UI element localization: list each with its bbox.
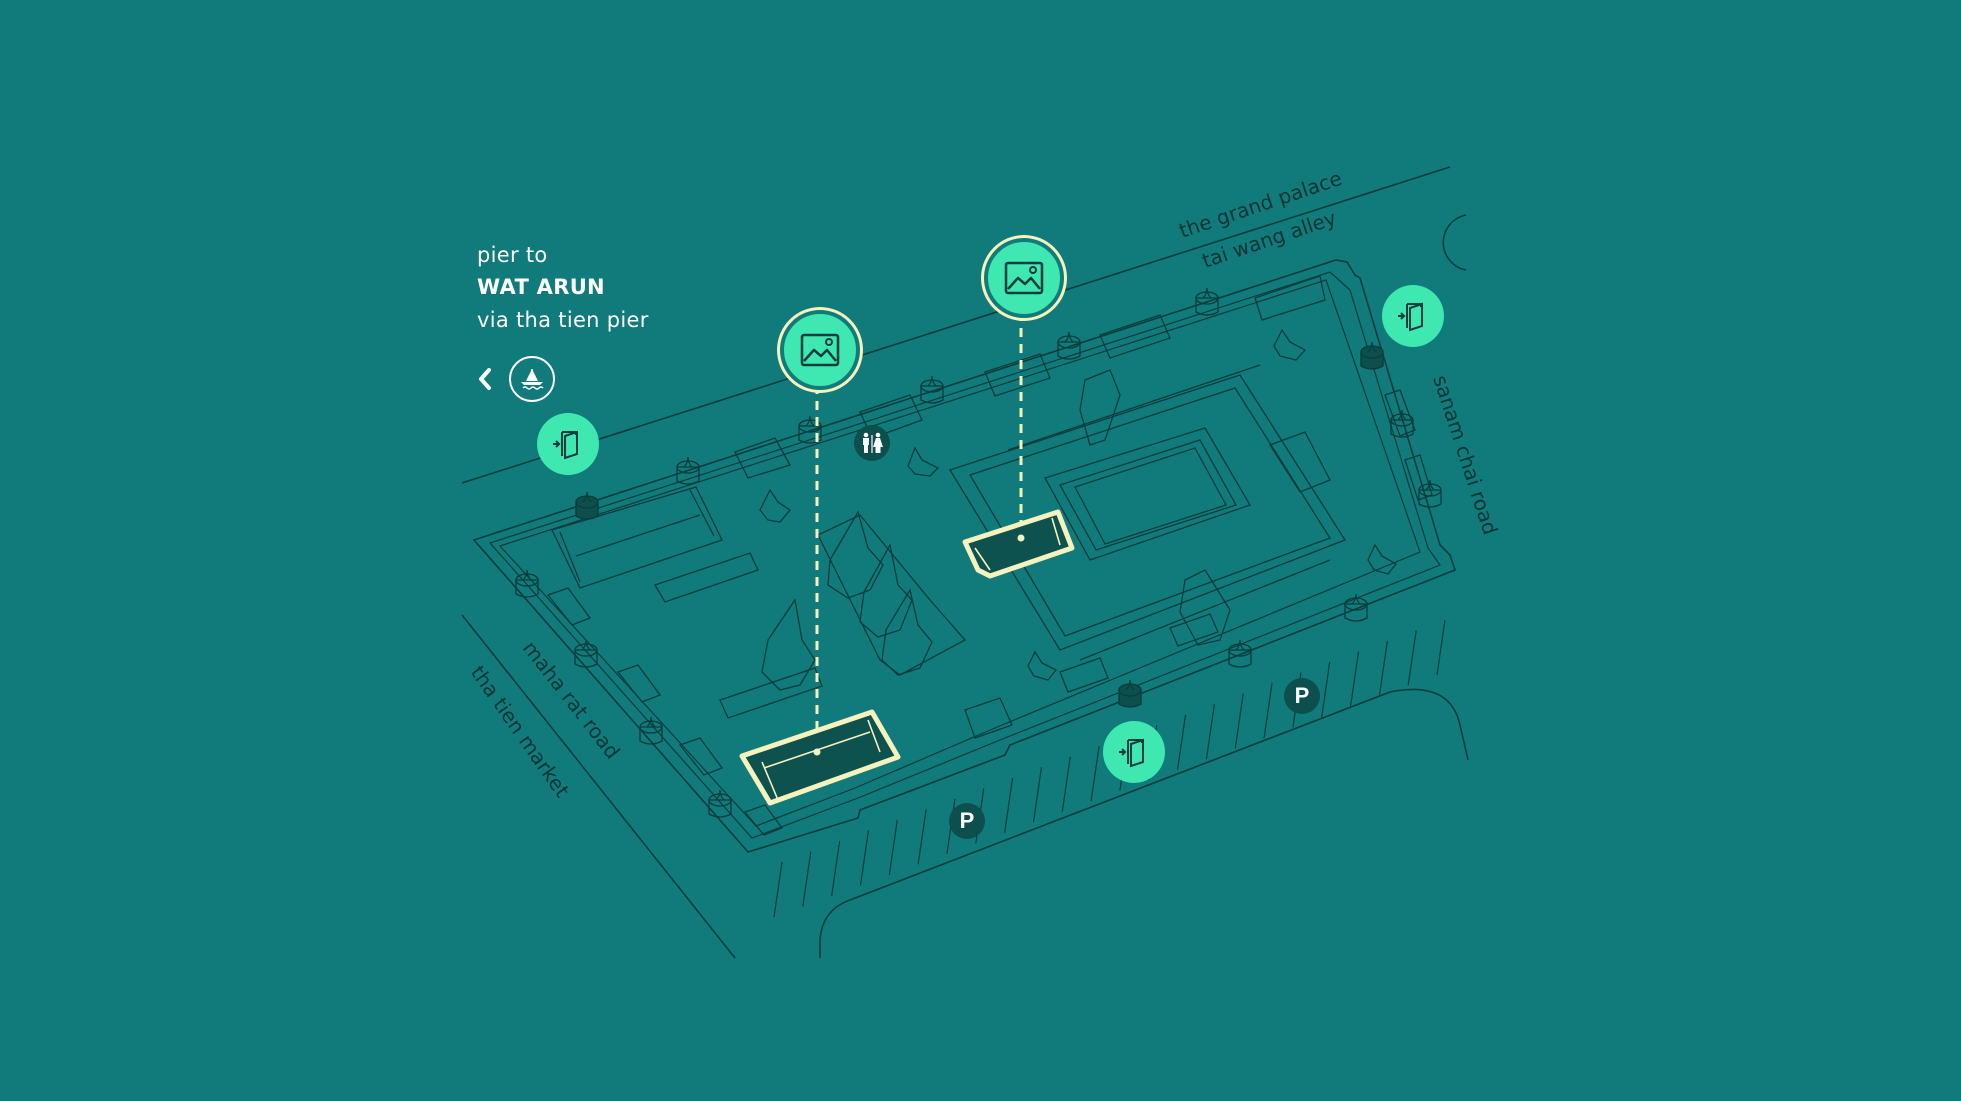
parking-stripe xyxy=(917,809,927,865)
wall-tower xyxy=(708,789,732,818)
parking-stripe xyxy=(773,861,783,918)
boat-icon xyxy=(521,369,544,390)
parking-stripe xyxy=(1234,693,1244,749)
entrance-marker-south[interactable] xyxy=(1103,721,1165,783)
compound-wall xyxy=(472,259,1456,853)
parking-stripe xyxy=(1176,714,1187,770)
roundabout-curve xyxy=(1442,214,1467,271)
restroom-marker[interactable] xyxy=(854,425,890,461)
photo-point-marker-2[interactable] xyxy=(984,238,1064,318)
parking-stripe xyxy=(1263,683,1273,739)
parking-stripe xyxy=(1436,619,1446,676)
parking-stripe xyxy=(1032,767,1043,823)
wall-tower xyxy=(639,716,663,745)
roads xyxy=(461,166,1469,959)
highlighted-building-2[interactable] xyxy=(962,509,1075,579)
parking-stripe xyxy=(1205,704,1215,760)
wall-tower xyxy=(798,415,822,444)
wall-tower xyxy=(574,639,598,668)
tha-tien-market-road-line xyxy=(461,614,736,959)
parking-stripe xyxy=(859,830,870,886)
parking-marker-2[interactable]: P xyxy=(1284,678,1320,714)
south-road-curb xyxy=(819,688,1469,958)
parking-stripe xyxy=(888,819,898,875)
wall-towers xyxy=(515,287,1442,818)
wall-tower xyxy=(676,456,700,485)
parking-stripe xyxy=(1349,651,1360,707)
photo-point-marker-1[interactable] xyxy=(780,310,860,390)
wall-tower xyxy=(1118,679,1142,708)
parking-marker-1[interactable]: P xyxy=(949,803,985,839)
boat-mode-button[interactable] xyxy=(509,356,555,402)
entrance-marker-west[interactable] xyxy=(537,413,599,475)
highlighted-building-1[interactable] xyxy=(739,709,901,806)
parking-stripe xyxy=(1321,662,1331,718)
wall-tower xyxy=(1344,593,1368,622)
entrance-marker-east[interactable] xyxy=(1382,285,1444,347)
image-icon xyxy=(800,333,840,367)
wall-tower xyxy=(1360,341,1384,370)
road-label-sanam-chai: sanam chai road xyxy=(1428,372,1502,538)
door-enter-icon xyxy=(553,430,578,460)
highlighted-buildings xyxy=(739,312,1075,806)
chevron-left-icon xyxy=(479,368,491,390)
route-destination: WAT ARUN xyxy=(477,275,605,299)
parking-stripe xyxy=(1378,640,1388,697)
parking-stripe xyxy=(1090,746,1100,802)
wall-tower xyxy=(920,375,944,404)
wall-tower xyxy=(1195,287,1219,316)
wall-tower xyxy=(575,491,599,520)
parking-stripe xyxy=(802,851,812,907)
route-title-block: pier to WAT ARUN via tha tien pier xyxy=(477,243,649,332)
route-nav xyxy=(477,356,555,402)
wall-tower xyxy=(1390,409,1414,438)
back-button[interactable] xyxy=(477,365,495,393)
grand-palace-road-line xyxy=(461,166,1451,484)
image-icon xyxy=(1004,261,1044,295)
wall-tower xyxy=(1418,479,1442,508)
restroom-icon xyxy=(863,432,883,453)
wall-tower xyxy=(515,569,539,598)
door-enter-icon xyxy=(1398,302,1423,332)
wall-tower xyxy=(1228,639,1252,668)
route-pre-title: pier to xyxy=(477,243,548,267)
wall-tower xyxy=(1057,331,1081,360)
route-subtitle: via tha tien pier xyxy=(477,308,649,332)
parking-stripe xyxy=(1407,630,1417,686)
door-enter-icon xyxy=(1119,738,1144,768)
parking-stripe xyxy=(831,840,841,897)
parking-stripe xyxy=(1061,756,1071,812)
parking-stripe xyxy=(1004,777,1014,833)
